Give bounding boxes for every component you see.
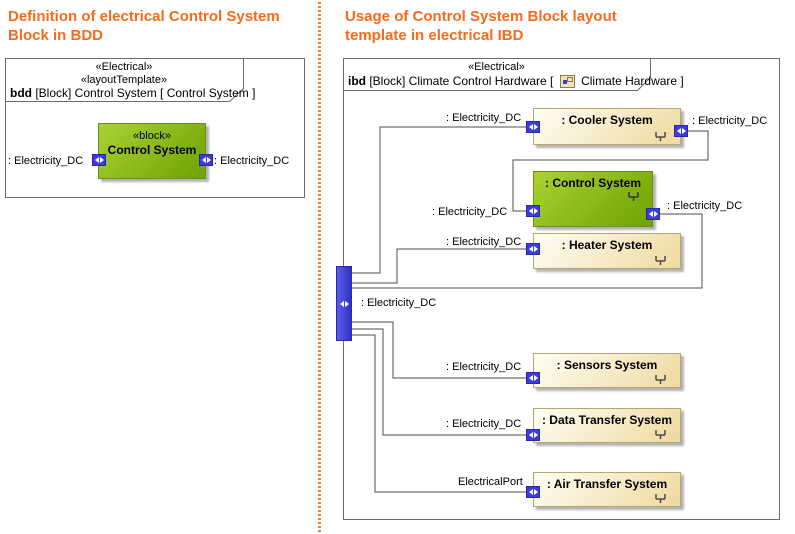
port-right-arrow-icon [653,211,658,217]
port-heater-left[interactable] [526,243,540,255]
port-right-arrow-icon [533,432,538,438]
label-sensors-left-port: : Electricity_DC [446,361,522,373]
bdd-header-layout-template: «layoutTemplate» [80,74,168,86]
label-cooler-right-port: : Electricity_DC [692,115,768,127]
bdd-port-left[interactable] [92,154,106,166]
port-air-left[interactable] [526,486,540,498]
structure-icon [628,192,639,201]
part-name: : Cooler System [561,113,653,127]
connector-cooler-to-control[interactable] [512,130,709,212]
boundary-port-electricity-dc[interactable] [336,266,352,341]
port-cooler-right[interactable] [674,125,688,137]
part-sensors-system[interactable]: : Sensors System [533,353,681,388]
bdd-port-right-label: : Electricity_DC [214,155,290,167]
port-control-left[interactable] [526,205,540,217]
block-name: Control System [107,143,197,157]
port-right-arrow-icon [533,246,538,252]
connector-boundary-to-data-transfer[interactable] [352,328,526,436]
ibd-kind-keyword: ibd [348,74,366,88]
ibd-diagram-icon [559,74,575,88]
section-separator [318,2,321,533]
structure-icon [655,256,666,265]
port-right-arrow-icon [206,157,211,163]
connector-boundary-to-heater[interactable] [352,248,526,284]
bdd-header-name: bdd [Block] Control System [ Control Sys… [10,86,255,100]
bdd-kind-keyword: bdd [10,86,32,100]
connector-boundary-to-air-transfer[interactable] [352,334,526,493]
port-data-left[interactable] [526,429,540,441]
label-heater-left-port: : Electricity_DC [446,236,522,248]
part-name: : Heater System [561,238,653,252]
structure-icon [655,132,666,141]
ibd-header-before-icon: [Block] Climate Control Hardware [ [366,74,557,88]
ibd-section-title: Usage of Control System Block layout tem… [345,8,617,44]
port-left-arrow-icon [676,128,681,134]
port-left-arrow-icon [528,489,533,495]
label-control-right-port: : Electricity_DC [667,200,743,212]
label-data-left-port: : Electricity_DC [446,418,522,430]
port-left-arrow-icon [648,211,653,217]
bdd-port-left-label: : Electricity_DC [8,155,84,167]
block-stereotype: «block» [133,130,171,142]
bdd-header-rest: [Block] Control System [ Control System … [32,86,256,100]
port-left-arrow-icon [94,157,99,163]
ibd-header-stereotype: «Electrical» [468,61,525,73]
connector-boundary-to-sensors[interactable] [352,321,526,379]
part-control-system[interactable]: : Control System [533,171,653,227]
structure-icon [655,430,666,439]
port-left-arrow-icon [201,157,206,163]
port-left-arrow-icon [339,300,344,307]
port-right-arrow-icon [344,300,349,307]
port-left-arrow-icon [528,208,533,214]
port-left-arrow-icon [528,124,533,130]
part-name: : Sensors System [556,358,658,372]
ibd-header-name: ibd [Block] Climate Control Hardware [ C… [348,74,684,88]
bdd-block-control-system[interactable]: «block» Control System [98,123,206,179]
label-air-left-port: ElectricalPort [458,476,523,488]
port-left-arrow-icon [528,432,533,438]
part-name: : Data Transfer System [541,413,673,427]
ibd-header-after-icon: Climate Hardware ] [577,74,684,88]
port-right-arrow-icon [533,489,538,495]
port-right-arrow-icon [99,157,104,163]
bdd-port-right[interactable] [199,154,213,166]
label-cooler-left-port: : Electricity_DC [446,112,522,124]
part-air-transfer-system[interactable]: : Air Transfer System [533,472,681,507]
port-left-arrow-icon [528,246,533,252]
connector-boundary-to-cooler[interactable] [352,126,526,274]
bdd-section-title: Definition of electrical Control System … [8,8,280,44]
port-right-arrow-icon [681,128,686,134]
label-control-left-port: : Electricity_DC [432,206,508,218]
bdd-frame-header-shape [5,58,244,102]
port-control-right[interactable] [646,208,660,220]
connector-boundary-to-control-right[interactable] [352,213,703,289]
part-name: : Air Transfer System [546,477,668,491]
part-cooler-system[interactable]: : Cooler System [533,108,681,145]
port-cooler-left[interactable] [526,121,540,133]
label-boundary-port: : Electricity_DC [361,297,437,309]
port-right-arrow-icon [533,375,538,381]
port-sensors-left[interactable] [526,372,540,384]
part-heater-system[interactable]: : Heater System [533,233,681,269]
port-right-arrow-icon [533,124,538,130]
part-name: : Control System [544,176,641,190]
structure-icon [655,375,666,384]
structure-icon [655,494,666,503]
port-right-arrow-icon [533,208,538,214]
part-data-transfer-system[interactable]: : Data Transfer System [533,408,681,443]
port-left-arrow-icon [528,375,533,381]
bdd-header-stereotype: «Electrical» [95,61,153,73]
